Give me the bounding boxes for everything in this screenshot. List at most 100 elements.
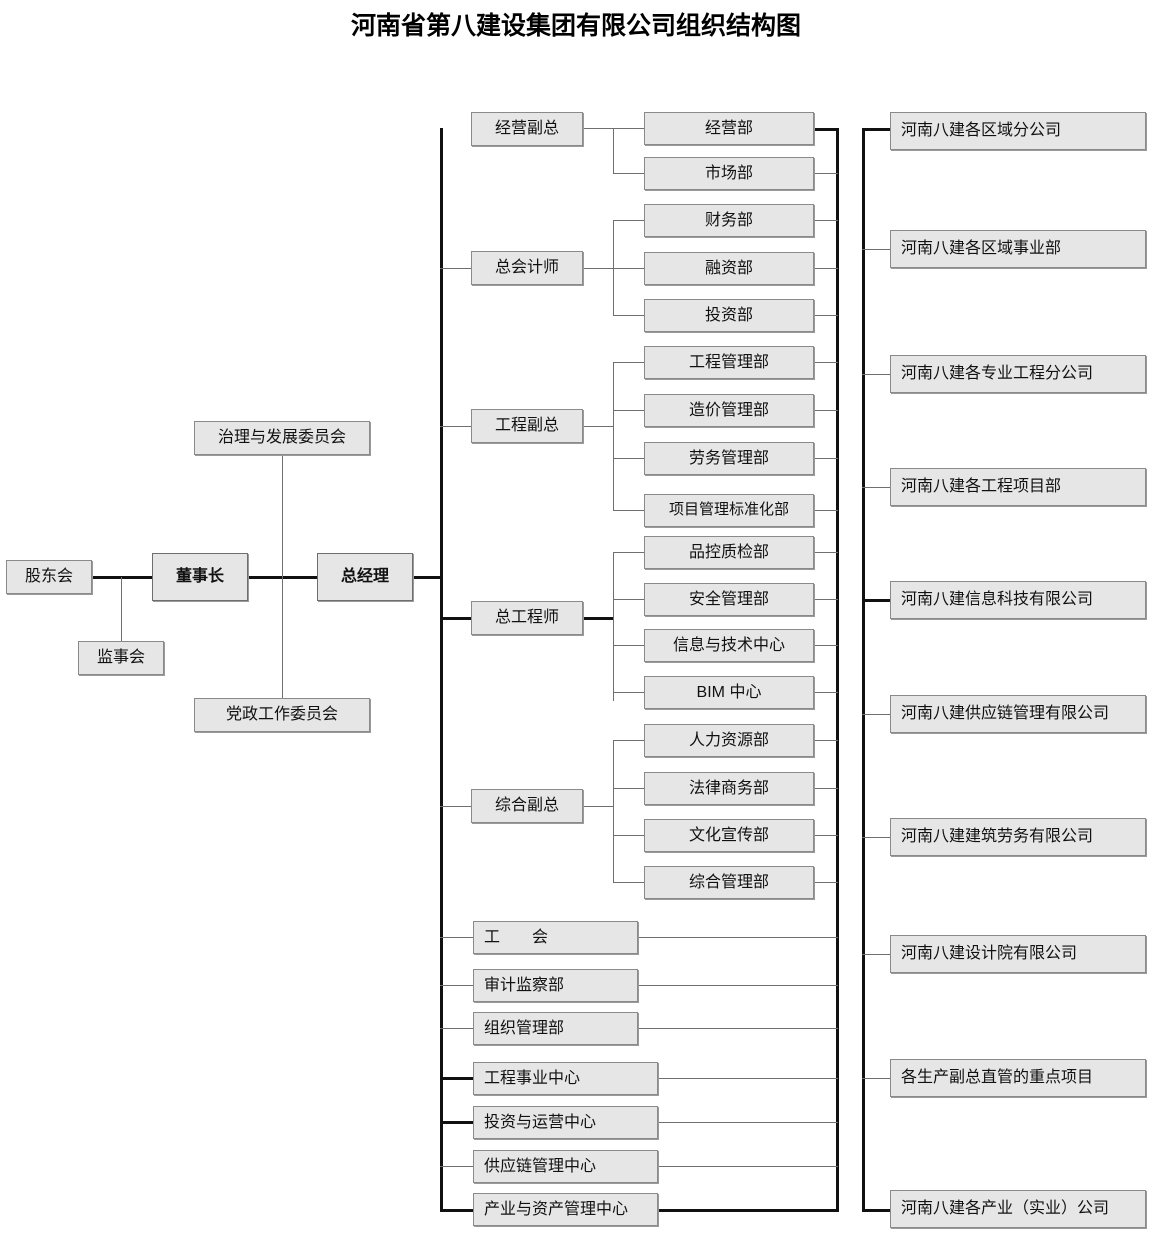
link-dept-1-1: [613, 268, 645, 269]
node-party-committee[interactable]: 党政工作委员会: [194, 698, 370, 732]
link-dept-4-0-out: [814, 740, 838, 741]
node-dept-3-2[interactable]: 信息与技术中心: [644, 629, 814, 662]
node-direct-unit-2[interactable]: 组织管理部: [473, 1012, 638, 1045]
node-dept-1-0[interactable]: 财务部: [644, 204, 814, 237]
link-dept-4-2-out: [814, 835, 838, 836]
link-dept-4-2: [613, 835, 645, 836]
node-subsidiary-9[interactable]: 河南八建各产业（实业）公司: [890, 1190, 1146, 1228]
node-subsidiary-2[interactable]: 河南八建各专业工程分公司: [890, 355, 1146, 393]
link-exec-4-stub: [583, 806, 613, 807]
link-subsidiary-6: [862, 837, 891, 838]
node-subsidiary-7[interactable]: 河南八建设计院有限公司: [890, 935, 1146, 973]
node-dept-0-0[interactable]: 经营部: [644, 112, 814, 145]
node-dept-4-2[interactable]: 文化宣传部: [644, 819, 814, 852]
node-executive-0[interactable]: 经营副总: [471, 112, 583, 146]
node-dept-1-1[interactable]: 融资部: [644, 252, 814, 285]
node-supervisors[interactable]: 监事会: [78, 641, 164, 675]
node-direct-unit-1[interactable]: 审计监察部: [473, 969, 638, 1002]
collector-trunk-top: [814, 128, 839, 131]
node-center-1[interactable]: 投资与运营中心: [473, 1106, 658, 1139]
main-trunk-vertical: [440, 128, 443, 1212]
node-dept-3-1[interactable]: 安全管理部: [644, 583, 814, 616]
collector-trunk-bottom: [657, 1209, 839, 1212]
node-general-manager[interactable]: 总经理: [317, 553, 413, 601]
node-subsidiary-0[interactable]: 河南八建各区域分公司: [890, 112, 1146, 150]
link-gm-trunk: [413, 576, 443, 579]
link-dept-4-1: [613, 788, 645, 789]
link-exec-4-riser: [613, 740, 614, 882]
link-dept-1-2-out: [814, 315, 838, 316]
node-dept-4-0[interactable]: 人力资源部: [644, 724, 814, 757]
node-executive-1[interactable]: 总会计师: [471, 251, 583, 285]
node-center-3[interactable]: 产业与资产管理中心: [473, 1193, 658, 1226]
link-subsidiary-4: [862, 599, 891, 602]
node-dept-1-2[interactable]: 投资部: [644, 299, 814, 332]
node-executive-3[interactable]: 总工程师: [471, 601, 583, 635]
link-dept-3-3-out: [814, 692, 838, 693]
node-dept-4-3[interactable]: 综合管理部: [644, 866, 814, 899]
node-dept-2-0[interactable]: 工程管理部: [644, 346, 814, 379]
link-dept-2-1: [613, 410, 645, 411]
link-subsidiary-2: [862, 374, 891, 375]
link-dept-3-3: [613, 692, 645, 693]
link-dept-0-1: [613, 173, 645, 174]
link-dept-1-0: [613, 220, 645, 221]
link-exec-1-stub: [583, 268, 613, 269]
link-dept-2-2: [613, 458, 645, 459]
link-subsidiary-8: [862, 1078, 891, 1079]
link-exec-0-riser: [613, 128, 614, 173]
subsidiary-trunk-top: [862, 128, 890, 131]
link-dept-2-1-out: [814, 410, 838, 411]
link-center-1-in: [440, 1121, 474, 1124]
node-dept-3-0[interactable]: 品控质检部: [644, 536, 814, 569]
node-subsidiary-6[interactable]: 河南八建建筑劳务有限公司: [890, 818, 1146, 856]
link-center-0-in: [440, 1077, 474, 1080]
node-dept-2-2[interactable]: 劳务管理部: [644, 442, 814, 475]
link-center-2-in: [440, 1166, 474, 1167]
node-dept-3-3[interactable]: BIM 中心: [644, 676, 814, 709]
subsidiary-trunk-vertical: [862, 128, 865, 1212]
node-subsidiary-3[interactable]: 河南八建各工程项目部: [890, 468, 1146, 506]
link-supervisors-riser: [121, 577, 122, 641]
link-direct-2-out: [638, 1028, 838, 1029]
node-executive-2[interactable]: 工程副总: [471, 409, 583, 443]
node-dept-0-1[interactable]: 市场部: [644, 157, 814, 190]
node-shareholders[interactable]: 股东会: [6, 560, 92, 594]
node-dept-2-1[interactable]: 造价管理部: [644, 394, 814, 427]
node-direct-unit-0[interactable]: 工 会: [473, 921, 638, 954]
link-dept-1-0-out: [814, 220, 838, 221]
node-subsidiary-5[interactable]: 河南八建供应链管理有限公司: [890, 695, 1146, 733]
node-dept-2-3[interactable]: 项目管理标准化部: [644, 494, 814, 527]
node-chairman[interactable]: 董事长: [152, 553, 248, 601]
collector-trunk-vertical: [836, 128, 839, 1212]
link-center-1-out: [658, 1122, 838, 1123]
link-exec-1-trunk: [440, 268, 472, 269]
link-direct-0-in: [440, 937, 474, 938]
link-dept-4-0: [613, 740, 645, 741]
link-dept-3-0-out: [814, 552, 838, 553]
node-center-2[interactable]: 供应链管理中心: [473, 1150, 658, 1183]
node-subsidiary-4[interactable]: 河南八建信息科技有限公司: [890, 581, 1146, 619]
link-subsidiary-1: [862, 249, 891, 250]
node-dept-4-1[interactable]: 法律商务部: [644, 772, 814, 805]
link-exec-0-stub: [583, 128, 613, 129]
main-trunk-bottom: [440, 1209, 475, 1212]
link-exec-3-stub: [583, 617, 613, 620]
link-subsidiary-7: [862, 954, 891, 955]
link-direct-2-in: [440, 1028, 474, 1029]
link-direct-1-out: [638, 985, 838, 986]
link-exec-3-riser: [613, 552, 614, 701]
link-subsidiary-3: [862, 487, 891, 488]
node-executive-4[interactable]: 综合副总: [471, 789, 583, 823]
node-center-0[interactable]: 工程事业中心: [473, 1062, 658, 1095]
link-committees-spine: [282, 455, 283, 698]
link-dept-3-1-out: [814, 599, 838, 600]
link-dept-2-3-out: [814, 510, 838, 511]
node-subsidiary-1[interactable]: 河南八建各区域事业部: [890, 230, 1146, 268]
link-dept-4-3-out: [814, 882, 838, 883]
node-subsidiary-8[interactable]: 各生产副总直管的重点项目: [890, 1059, 1146, 1097]
node-governance-committee[interactable]: 治理与发展委员会: [194, 421, 370, 455]
link-subsidiary-5: [862, 714, 891, 715]
link-dept-3-1: [613, 599, 645, 600]
